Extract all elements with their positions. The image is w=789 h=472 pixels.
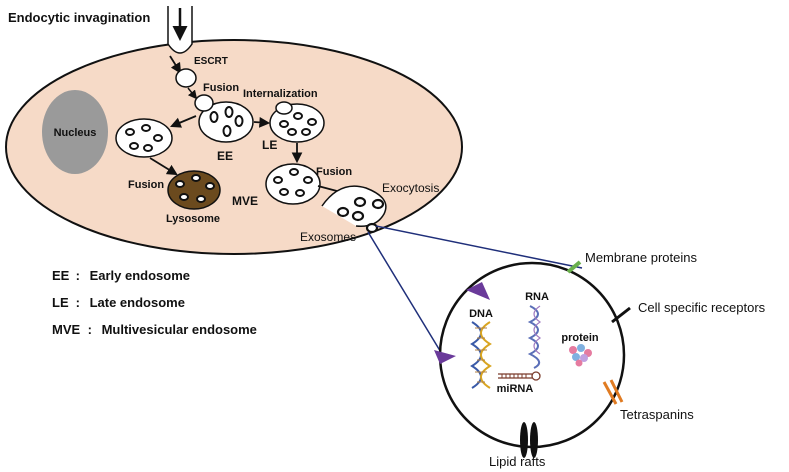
mirna-hairpin-icon xyxy=(498,371,541,381)
fusion-top-label: Fusion xyxy=(203,82,239,94)
lipid-raft-marker xyxy=(520,422,538,458)
nucleus-label: Nucleus xyxy=(54,127,97,139)
legend-ee-abbr: EE xyxy=(52,268,70,283)
exocytosis-vesicles xyxy=(336,196,385,234)
fusion-right-label: Fusion xyxy=(316,166,352,178)
dna-helix-icon xyxy=(470,321,492,389)
internalization-label: Internalization xyxy=(243,88,318,100)
fusion-bud-vesicle xyxy=(194,94,214,112)
mve-label: MVE xyxy=(232,194,258,208)
dna-label: DNA xyxy=(469,308,493,320)
membrane-proteins-label: Membrane proteins xyxy=(585,250,697,265)
lipid-rafts-label: Lipid rafts xyxy=(489,454,546,469)
legend-mve-abbr: MVE xyxy=(52,322,81,337)
lysosome-vesicles xyxy=(175,174,215,203)
purple-marker-left xyxy=(434,350,456,364)
rna-label: RNA xyxy=(525,291,549,303)
endocytic-invagination-label: Endocytic invagination xyxy=(8,10,150,25)
escrt-label: ESCRT xyxy=(194,56,228,67)
ee-label: EE xyxy=(217,149,233,163)
receptor-marker xyxy=(611,306,631,324)
legend-ee: EE : Early endosome xyxy=(52,268,190,283)
tetraspanin-marker xyxy=(602,379,624,405)
tetraspanins-label: Tetraspanins xyxy=(620,407,694,422)
legend-le: LE : Late endosome xyxy=(52,295,185,310)
rna-strand-icon xyxy=(527,305,542,369)
exosomes-label: Exosomes xyxy=(300,230,356,244)
arrow-ee-to-left-endosome xyxy=(170,115,197,128)
legend-ee-text: Early endosome xyxy=(89,268,191,283)
protein-label: protein xyxy=(561,332,599,344)
escrt-vesicle xyxy=(175,68,197,88)
cell-specific-receptors-label: Cell specific receptors xyxy=(638,300,766,315)
legend-le-text: Late endosome xyxy=(89,295,185,310)
nucleus xyxy=(42,90,108,174)
legend-le-sep: : xyxy=(75,295,80,310)
connector-bottom xyxy=(367,231,443,355)
exocytosis-label: Exocytosis xyxy=(382,181,439,195)
internalization-bud xyxy=(275,101,293,115)
fusion-left-label: Fusion xyxy=(128,179,164,191)
legend-mve-sep: : xyxy=(87,322,92,337)
lysosome-label: Lysosome xyxy=(166,213,220,225)
early-endosome-vesicles xyxy=(209,106,244,137)
arrow-to-lysosome xyxy=(149,157,178,176)
late-endosome-vesicles xyxy=(279,112,317,136)
protein-cluster-icon xyxy=(569,344,592,367)
legend-mve: MVE : Multivesicular endosome xyxy=(52,322,257,337)
mirna-label: miRNA xyxy=(497,383,534,395)
arrow-ee-to-le xyxy=(253,116,271,128)
le-label: LE xyxy=(262,138,277,152)
connector-top xyxy=(375,225,583,269)
mve-vesicles xyxy=(273,168,313,197)
legend-ee-sep: : xyxy=(75,268,80,283)
legend-le-abbr: LE xyxy=(52,295,69,310)
left-endosome-vesicles xyxy=(125,124,163,152)
membrane-protein-marker xyxy=(566,260,582,274)
arrow-to-escrt-vesicle xyxy=(169,55,182,74)
legend-mve-text: Multivesicular endosome xyxy=(101,322,257,337)
purple-marker-top xyxy=(466,282,490,300)
mve xyxy=(265,163,321,205)
arrow-escrt-to-fusion xyxy=(187,87,198,100)
